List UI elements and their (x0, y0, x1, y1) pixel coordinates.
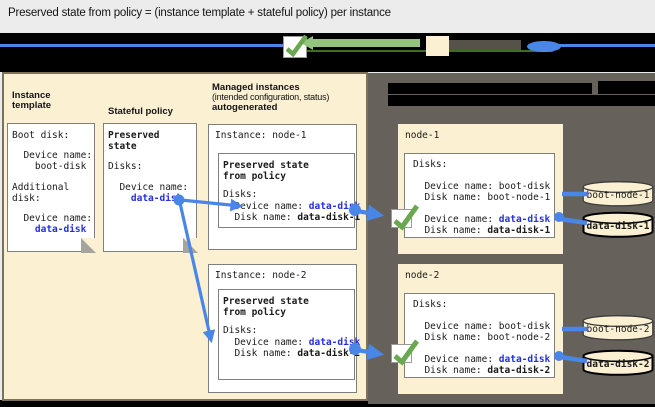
legend-green-arrow (313, 39, 420, 47)
vm-name: node-1 (405, 130, 440, 141)
vm-name: node-2 (405, 270, 440, 281)
disk-cylinder-data-disk-2: data-disk-2 (582, 349, 654, 377)
footer-band (0, 400, 655, 407)
disk-label: data-disk-1 (586, 221, 650, 232)
managed-instance-title: Instance: node-1 (215, 130, 307, 141)
disk-cylinder-data-disk-1: data-disk-1 (582, 211, 654, 239)
redacted-heading-bar (388, 95, 655, 106)
heading-managed-line3: autogenerated (212, 101, 278, 113)
disk-cylinder-boot-node-1: boot-node-1 (582, 180, 654, 208)
applied-check-box-node-1 (391, 209, 412, 228)
disk-cylinder-icon (582, 315, 654, 341)
disk-label: boot-node-2 (586, 324, 650, 335)
disk-cylinder-icon (582, 181, 654, 207)
disk-label: data-disk-2 (586, 359, 650, 370)
disk-cylinder-boot-node-2: boot-node-2 (582, 314, 654, 342)
redacted-heading-bar (388, 83, 592, 94)
heading-stateful-policy: Stateful policy (108, 106, 173, 117)
legend-blue-line-left (0, 43, 284, 47)
heading-managed-instances: Managed instances (intended configuratio… (212, 83, 364, 113)
disk-cylinder-icon (582, 349, 654, 376)
heading-instance-template: Instance template (12, 90, 52, 111)
vm-disks-box-node-2: Disks: Device name: boot-disk Disk name:… (404, 293, 555, 378)
applied-check-box-node-2 (391, 344, 412, 363)
legend-gray-bar (449, 40, 521, 50)
managed-instance-title: Instance: node-2 (215, 270, 307, 281)
diagram-title: Preserved state from policy = (instance … (8, 7, 391, 19)
heading-managed-line1: Managed instances (212, 82, 300, 93)
disk-cylinder-icon (582, 211, 654, 238)
disk-label: boot-node-1 (586, 190, 650, 201)
legend-band (0, 33, 655, 72)
vm-disks-box-node-1: Disks: Device name: boot-disk Disk name:… (404, 153, 555, 238)
legend-disk-pill-icon (527, 40, 561, 52)
legend-blue-line-right (559, 43, 655, 47)
legend-cream-swatch (426, 36, 449, 56)
heading-managed-line2: (intended configuration, status) (212, 92, 330, 102)
legend-green-arrowhead (301, 35, 313, 50)
redacted-heading-bar (598, 81, 655, 94)
